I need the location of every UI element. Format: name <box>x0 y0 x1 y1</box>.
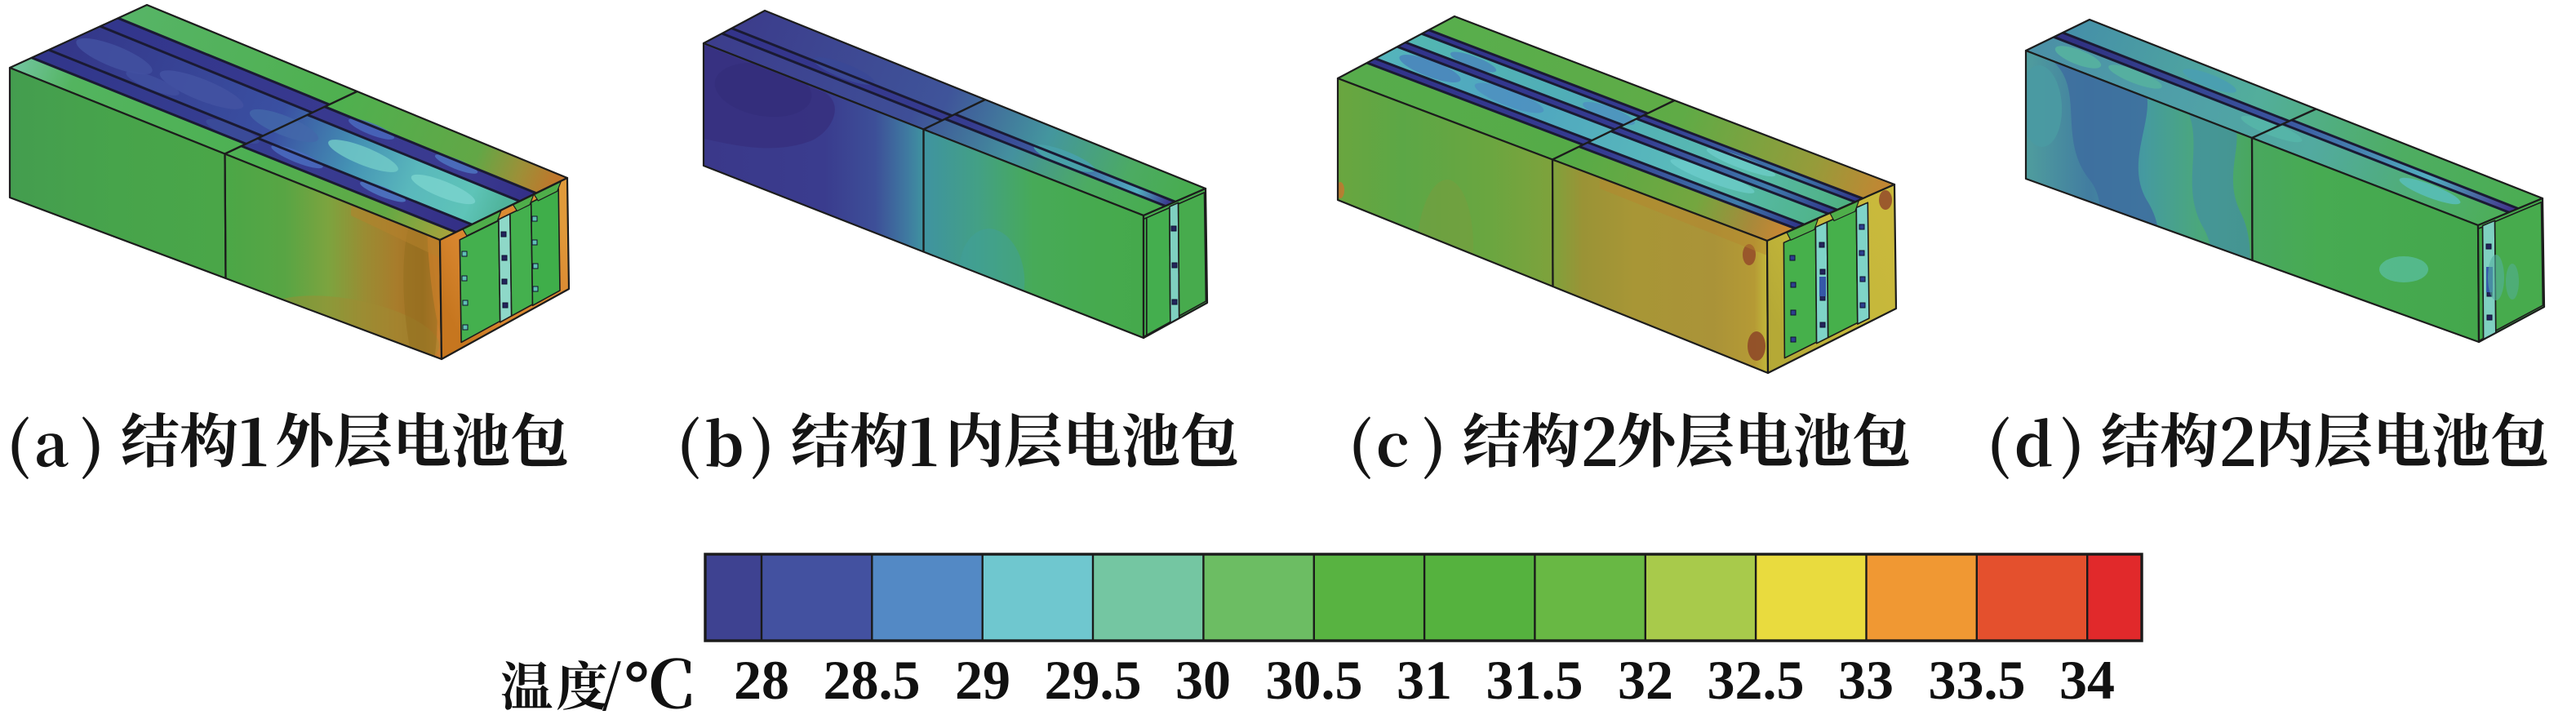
svg-text:33: 33 <box>1838 649 1894 711</box>
svg-text:32: 32 <box>1618 649 1673 711</box>
svg-text:30: 30 <box>1175 649 1231 711</box>
svg-text:28: 28 <box>734 649 789 711</box>
svg-text:31: 31 <box>1397 649 1452 711</box>
svg-text:30.5: 30.5 <box>1266 649 1363 711</box>
svg-text:29.5: 29.5 <box>1045 649 1142 711</box>
svg-text:32.5: 32.5 <box>1708 649 1805 711</box>
svg-text:33.5: 33.5 <box>1929 649 2026 711</box>
svg-text:29: 29 <box>955 649 1010 711</box>
svg-text:34: 34 <box>2059 649 2115 711</box>
svg-text:31.5: 31.5 <box>1486 649 1583 711</box>
svg-text:28.5: 28.5 <box>824 649 921 711</box>
